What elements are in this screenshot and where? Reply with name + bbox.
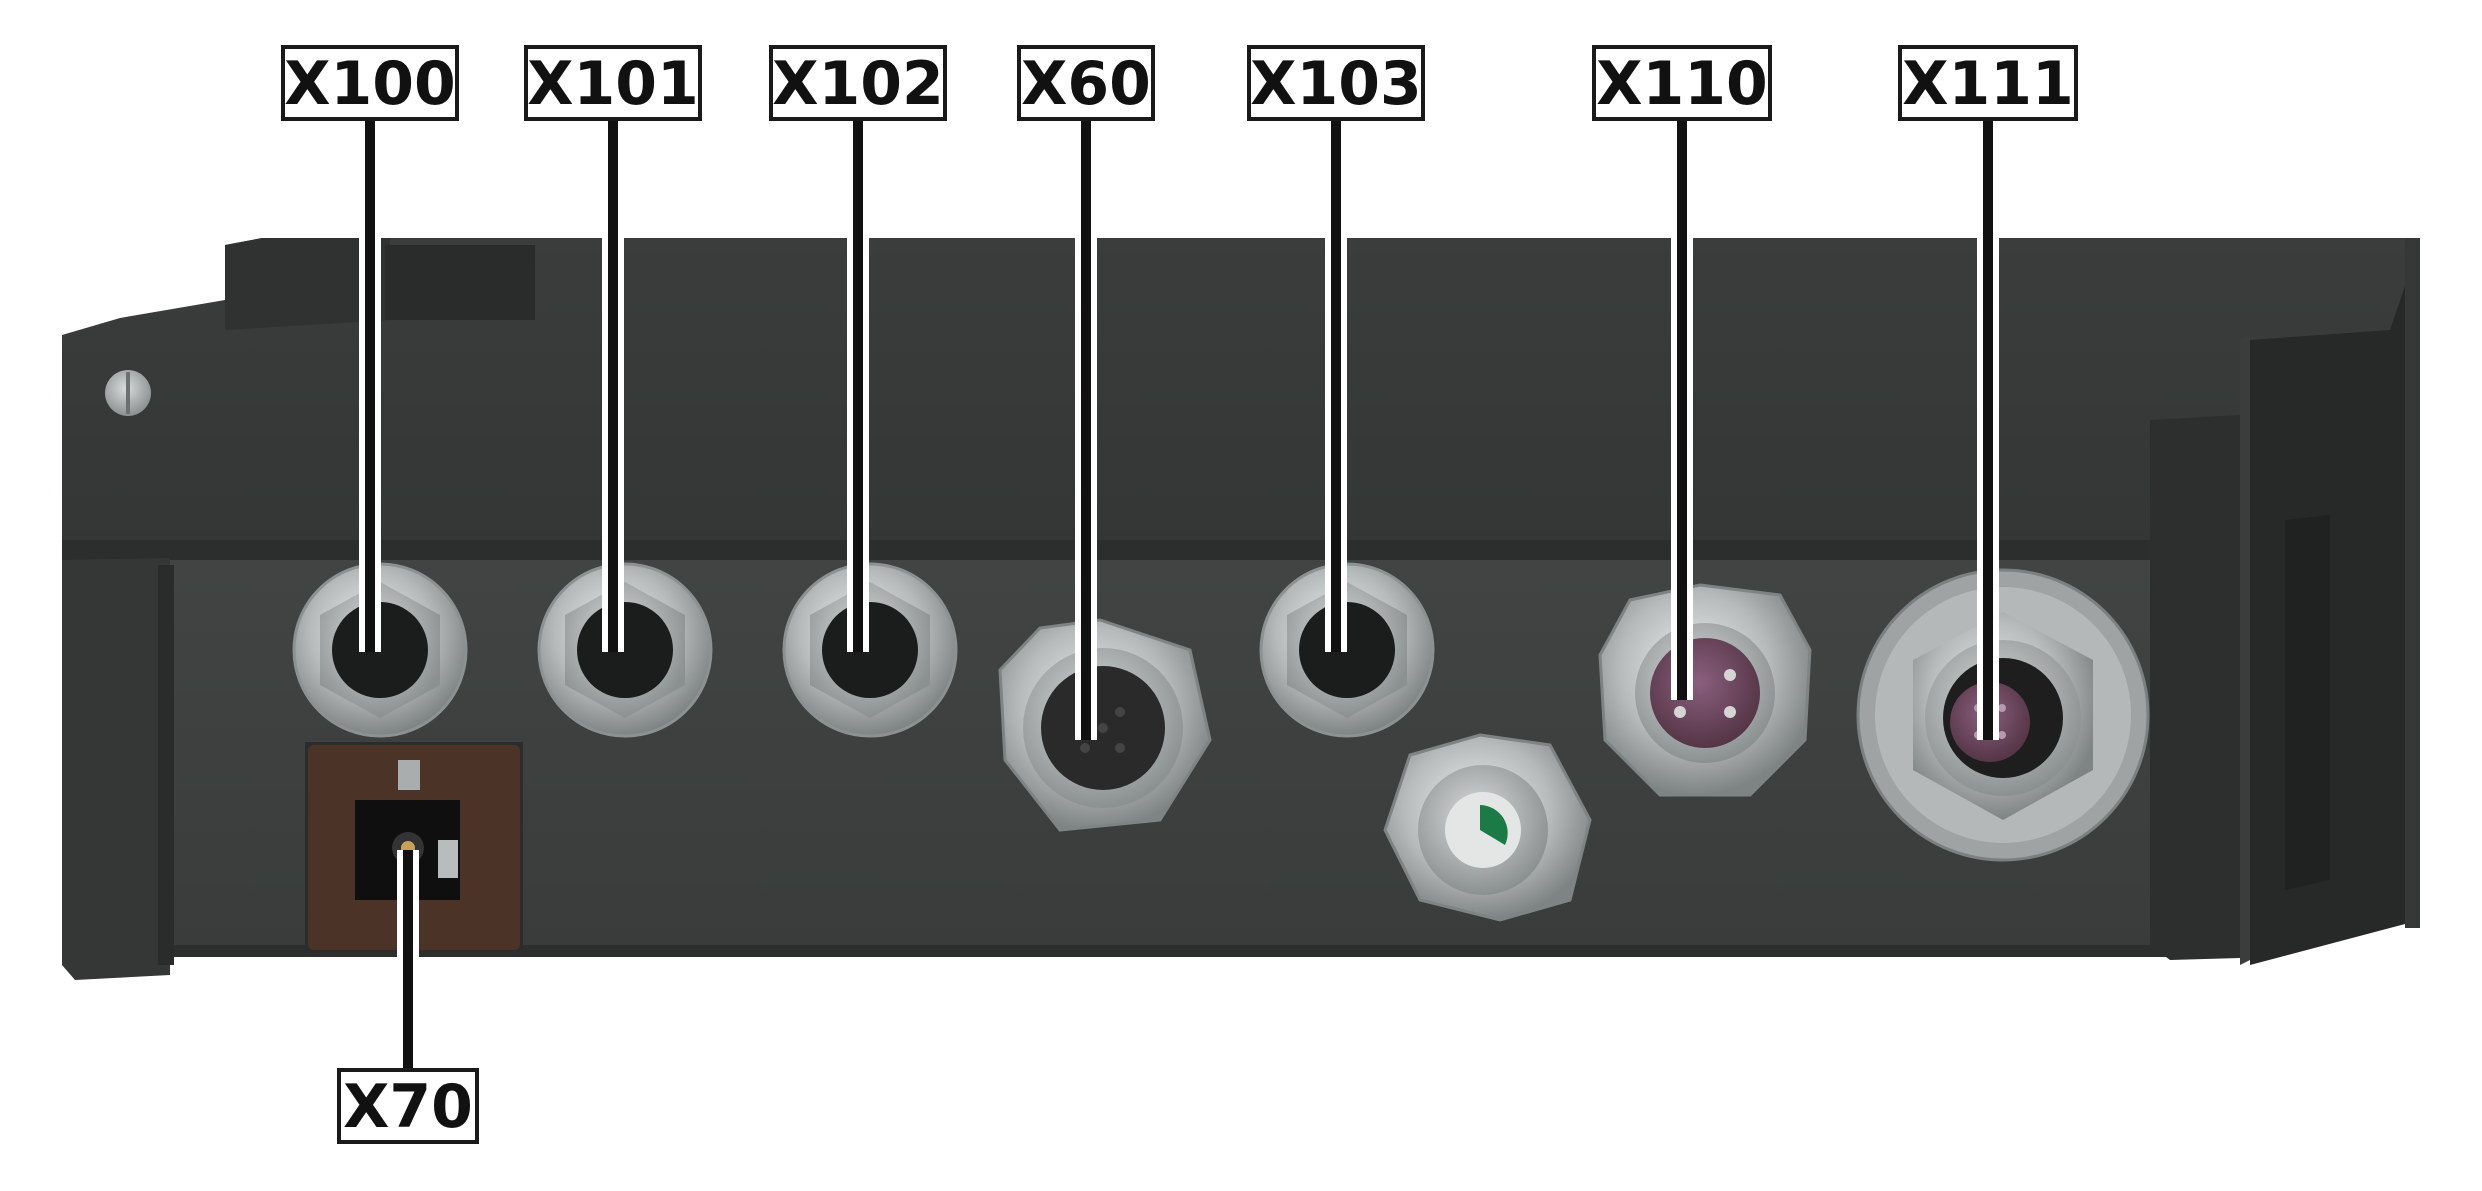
leader-lines <box>359 120 1999 1070</box>
connector-x102 <box>782 562 958 738</box>
housing-right-slot <box>2285 515 2330 890</box>
label-x100: X100 <box>281 45 459 121</box>
housing-left-bracket-edge <box>158 565 174 965</box>
label-x111-text: X111 <box>1902 49 2074 119</box>
label-x102-text: X102 <box>772 49 944 119</box>
label-x70: X70 <box>337 1068 479 1144</box>
label-x103-text: X103 <box>1250 49 1422 119</box>
housing-bottom-edge <box>62 945 2242 957</box>
label-x111: X111 <box>1898 45 2078 121</box>
housing-lid-edge <box>62 540 2240 560</box>
vent-element <box>1383 733 1592 922</box>
housing-right-flange <box>2240 335 2250 965</box>
label-x101: X101 <box>524 45 702 121</box>
connector-x60 <box>998 618 1212 832</box>
label-x70-text: X70 <box>343 1072 473 1142</box>
housing-left-bracket <box>62 558 170 980</box>
housing-right-rim <box>2405 238 2420 928</box>
label-x101-text: X101 <box>527 49 699 119</box>
housing-lid-left-block <box>225 238 390 330</box>
connector-x110 <box>1598 583 1812 797</box>
connector-x111 <box>1856 568 2150 862</box>
label-x103: X103 <box>1247 45 1425 121</box>
housing-lid-recess <box>385 245 535 320</box>
label-x110-text: X110 <box>1596 49 1768 119</box>
label-x102: X102 <box>769 45 947 121</box>
label-x60: X60 <box>1017 45 1155 121</box>
label-x60-text: X60 <box>1021 49 1151 119</box>
housing-right-end <box>2150 415 2240 960</box>
housing-lid <box>62 238 2418 558</box>
label-x100-text: X100 <box>284 49 456 119</box>
label-x110: X110 <box>1592 45 1772 121</box>
connector-x101 <box>537 562 713 738</box>
housing-right-side <box>2250 248 2420 965</box>
